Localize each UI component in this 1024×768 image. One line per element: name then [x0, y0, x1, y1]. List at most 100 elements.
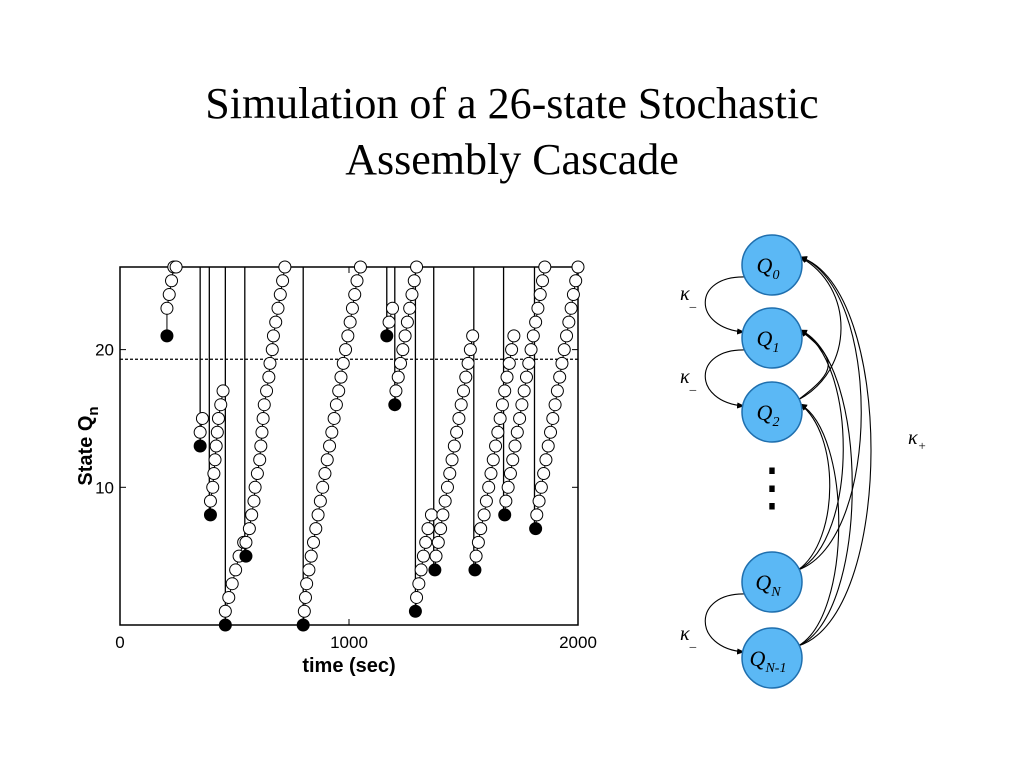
open-state-marker: [211, 411, 225, 425]
open-state-marker: [266, 329, 280, 343]
kappa-plus-arc: [797, 329, 844, 571]
open-state-marker: [566, 288, 580, 302]
open-state-marker: [276, 274, 290, 288]
open-state-marker: [482, 480, 496, 494]
state-node-label: QN: [755, 570, 781, 600]
open-state-marker: [257, 398, 271, 412]
open-state-marker: [501, 480, 515, 494]
open-state-marker: [271, 301, 285, 315]
x-tick-label: 0: [115, 633, 124, 652]
open-state-marker: [253, 453, 267, 467]
state-node-subscript: 2: [772, 415, 779, 430]
state-node-circle: [741, 307, 803, 369]
x-tick-label: 2000: [559, 633, 597, 652]
open-state-marker: [530, 508, 544, 522]
open-state-marker: [207, 467, 221, 481]
open-state-marker: [555, 356, 569, 370]
open-state-marker: [522, 356, 536, 370]
open-state-marker: [548, 398, 562, 412]
open-state-marker: [459, 370, 473, 384]
state-node: QN-1: [741, 627, 803, 689]
state-node-base: Q: [757, 400, 773, 425]
kappa-minus-label-base: κ: [680, 366, 690, 388]
open-state-marker: [499, 494, 513, 508]
open-state-marker: [345, 301, 359, 315]
open-state-marker: [534, 480, 548, 494]
open-state-marker: [469, 549, 483, 563]
slide-title-line-1: Simulation of a 26-state Stochastic: [205, 79, 819, 128]
open-state-marker: [505, 343, 519, 357]
slide-title: Simulation of a 26-state Stochastic Asse…: [0, 76, 1024, 188]
filled-state-marker: [428, 563, 442, 577]
y-tick-label: 20: [95, 341, 114, 360]
open-state-marker: [571, 260, 585, 274]
state-node: Q0: [741, 234, 803, 296]
open-state-marker: [398, 329, 412, 343]
state-node-label: Q2: [757, 400, 780, 430]
open-state-marker: [410, 590, 424, 604]
open-state-marker: [193, 425, 207, 439]
plot-marks: [160, 260, 585, 632]
open-state-marker: [421, 522, 435, 536]
open-state-marker: [339, 343, 353, 357]
open-state-marker: [162, 288, 176, 302]
open-state-marker: [203, 494, 217, 508]
kappa-minus-arc: [704, 349, 747, 409]
open-state-marker: [400, 315, 414, 329]
open-state-marker: [410, 260, 424, 274]
y-tick-label: 10: [95, 478, 114, 497]
state-node-circle: [741, 551, 803, 613]
open-state-marker: [269, 315, 283, 329]
trajectory-segment: [203, 267, 230, 625]
trajectory-line: [245, 266, 286, 557]
open-state-marker: [544, 425, 558, 439]
open-state-marker: [334, 370, 348, 384]
state-node-subscript: 0: [772, 268, 779, 283]
y-axis-label-main: State Q: [75, 416, 97, 486]
kappa-plus-arc: [797, 403, 840, 647]
open-state-marker: [414, 563, 428, 577]
open-state-marker: [416, 549, 430, 563]
open-state-marker: [503, 467, 517, 481]
state-node-subscript: 1: [772, 341, 779, 356]
open-state-marker: [382, 315, 396, 329]
open-state-marker: [263, 356, 277, 370]
open-state-marker: [538, 260, 552, 274]
open-state-marker: [389, 384, 403, 398]
open-state-marker: [256, 411, 270, 425]
open-state-marker: [242, 522, 256, 536]
filled-state-marker: [296, 618, 310, 632]
open-state-marker: [507, 329, 521, 343]
open-state-marker: [438, 494, 452, 508]
open-state-marker: [537, 467, 551, 481]
state-node-base: Q: [750, 646, 766, 671]
kappa-minus-label: κ_: [680, 366, 697, 392]
slide-title-line-2: Assembly Cascade: [345, 135, 679, 184]
trajectory-segment: [408, 267, 438, 618]
open-state-marker: [396, 343, 410, 357]
open-state-marker: [510, 425, 524, 439]
open-state-marker: [479, 494, 493, 508]
open-state-marker: [216, 384, 230, 398]
open-state-marker: [429, 549, 443, 563]
open-state-marker: [254, 439, 268, 453]
open-state-marker: [515, 398, 529, 412]
open-state-marker: [450, 425, 464, 439]
open-state-marker: [457, 384, 470, 398]
open-state-marker: [255, 425, 269, 439]
open-state-marker: [239, 535, 253, 549]
open-state-marker: [403, 301, 417, 315]
trajectory-segment: [529, 260, 585, 536]
filled-state-marker: [380, 329, 394, 343]
open-state-marker: [348, 288, 362, 302]
open-state-marker: [529, 315, 543, 329]
x-axis-label: time (sec): [302, 655, 395, 677]
open-state-marker: [564, 301, 578, 315]
filled-state-marker: [498, 508, 512, 522]
open-state-marker: [541, 439, 555, 453]
open-state-marker: [323, 439, 337, 453]
kappa-minus-arcs: [704, 276, 747, 655]
open-state-marker: [562, 315, 576, 329]
trajectory-line: [209, 390, 224, 515]
